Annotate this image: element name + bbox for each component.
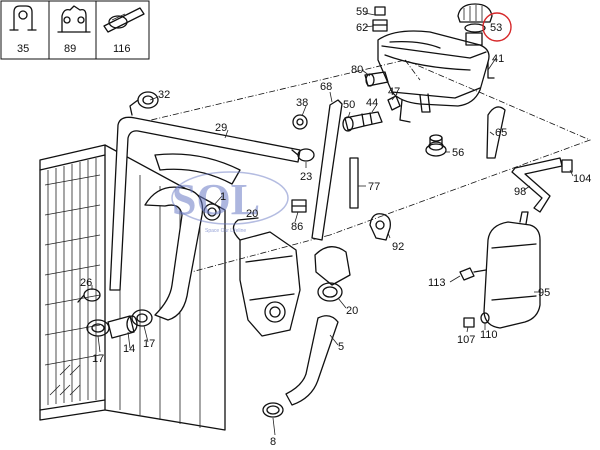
pipe-77 (349, 157, 359, 209)
flange-1-20 (203, 203, 221, 221)
thermostat-housing (232, 217, 301, 337)
callout-17-right: 17 (143, 338, 155, 350)
clamp-23 (291, 148, 315, 162)
callout-20-lower: 20 (346, 305, 358, 317)
callout-32: 32 (158, 89, 170, 101)
callout-80: 80 (351, 64, 363, 76)
highlight-circle-53 (482, 12, 512, 42)
hose-5 (285, 315, 339, 406)
callout-17-left: 17 (92, 353, 104, 365)
pipe-14 (107, 315, 138, 339)
callout-labels: 59 62 53 41 80 68 47 38 50 44 32 29 65 5… (80, 6, 591, 448)
fitting-59-62 (372, 6, 388, 32)
callout-23: 23 (300, 171, 312, 183)
sol-logo: SOL Space Our Lifeline (171, 171, 289, 234)
callout-77: 77 (368, 181, 380, 193)
callout-107: 107 (457, 334, 475, 346)
callout-26: 26 (80, 277, 92, 289)
clamp-20-right (314, 246, 351, 302)
clamp-17-right (131, 309, 153, 327)
callout-86: 86 (291, 221, 303, 233)
callout-98: 98 (514, 186, 526, 198)
callout-110: 110 (480, 329, 498, 341)
logo-subtitle: Space Our Lifeline (205, 228, 246, 234)
hose-29 (109, 116, 301, 291)
callout-29: 29 (215, 122, 227, 134)
hose-cap-32 (129, 91, 159, 116)
logo-text: SOL (172, 175, 260, 224)
callout-41: 41 (492, 53, 504, 65)
grommet-38 (292, 114, 308, 130)
leader-lines (91, 12, 574, 436)
callout-35: 35 (17, 43, 29, 55)
clamp-8 (262, 402, 284, 418)
bracket-41 (487, 61, 495, 79)
clip-35-icon (9, 5, 37, 31)
callout-104: 104 (573, 173, 591, 185)
callout-14: 14 (123, 343, 135, 355)
valve-47 (387, 95, 401, 111)
clip-89-icon (57, 5, 91, 33)
clip-inset-boxes: 35 89 116 (0, 0, 150, 60)
callout-8: 8 (270, 436, 276, 448)
callout-53: 53 (490, 22, 502, 34)
callout-20-upper: 20 (246, 208, 258, 220)
callout-68: 68 (320, 81, 332, 93)
expansion-tank (377, 30, 490, 123)
hose-98 (511, 157, 563, 213)
callout-113: 113 (428, 277, 446, 289)
reference-lines (129, 59, 592, 276)
callout-92: 92 (392, 241, 404, 253)
hose-68 (311, 99, 343, 241)
grommet-56 (425, 134, 447, 157)
callout-56: 56 (452, 147, 464, 159)
clamp-17-left (86, 319, 110, 337)
callout-50: 50 (343, 99, 355, 111)
cable-tie-116-icon (103, 7, 145, 33)
connector-80 (364, 71, 389, 87)
hose-65 (486, 106, 506, 159)
callout-1: 1 (220, 191, 226, 203)
callout-89: 89 (64, 43, 76, 55)
clamp-92 (369, 213, 391, 241)
callout-59: 59 (356, 6, 368, 18)
radiator-cap-53 (457, 3, 493, 33)
reservoir-95 (483, 211, 541, 329)
grommet-86 (291, 199, 307, 213)
bolt-113 (459, 267, 487, 281)
hose-upper-bend (154, 153, 241, 185)
callout-5: 5 (338, 341, 344, 353)
clip-104 (561, 159, 573, 173)
callout-38: 38 (296, 97, 308, 109)
callout-95: 95 (538, 287, 550, 299)
callout-44: 44 (366, 97, 378, 109)
callout-62: 62 (356, 22, 368, 34)
callout-65: 65 (495, 127, 507, 139)
callout-116: 116 (113, 43, 131, 55)
callout-47: 47 (388, 86, 400, 98)
